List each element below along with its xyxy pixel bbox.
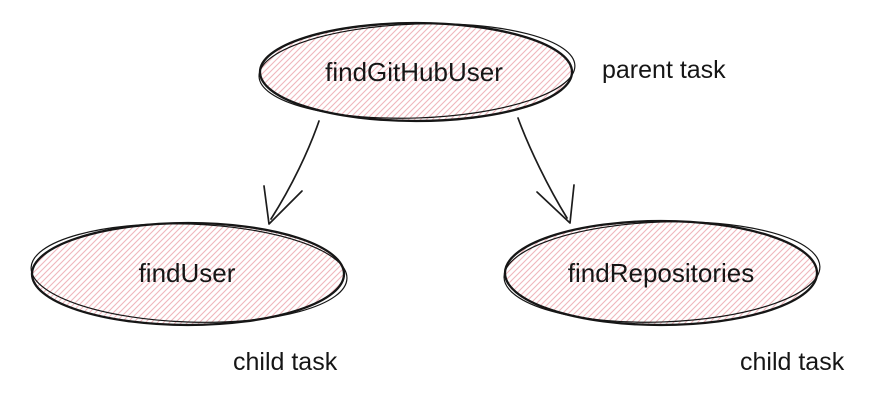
edge-findGitHubUser-findRepositories [517, 117, 575, 224]
node-outline-sketch [503, 221, 821, 323]
node-fill-hatch [260, 23, 572, 121]
node-findRepositories: findRepositories [503, 219, 821, 327]
edge-findGitHubUser-findUser [263, 120, 320, 225]
node-findUser: findUser [30, 221, 348, 327]
node-label-findUser: findUser [139, 258, 236, 288]
annotation-parent-task: parent task [602, 56, 726, 84]
arrowhead-icon [263, 185, 303, 225]
node-fill-hatch [505, 221, 817, 325]
annotation-child-task-left: child task [233, 348, 338, 376]
node-label-findRepositories: findRepositories [568, 258, 754, 288]
node-findGitHubUser: findGitHubUser [258, 21, 576, 123]
node-label-findGitHubUser: findGitHubUser [325, 57, 503, 87]
edge-line [517, 117, 568, 219]
annotation-child-task-right: child task [740, 348, 845, 376]
arrowhead-icon [536, 184, 575, 224]
node-outline-sketch [30, 223, 348, 323]
edge-line [270, 120, 320, 220]
node-fill-hatch [32, 223, 344, 325]
node-outline-sketch [258, 23, 576, 119]
